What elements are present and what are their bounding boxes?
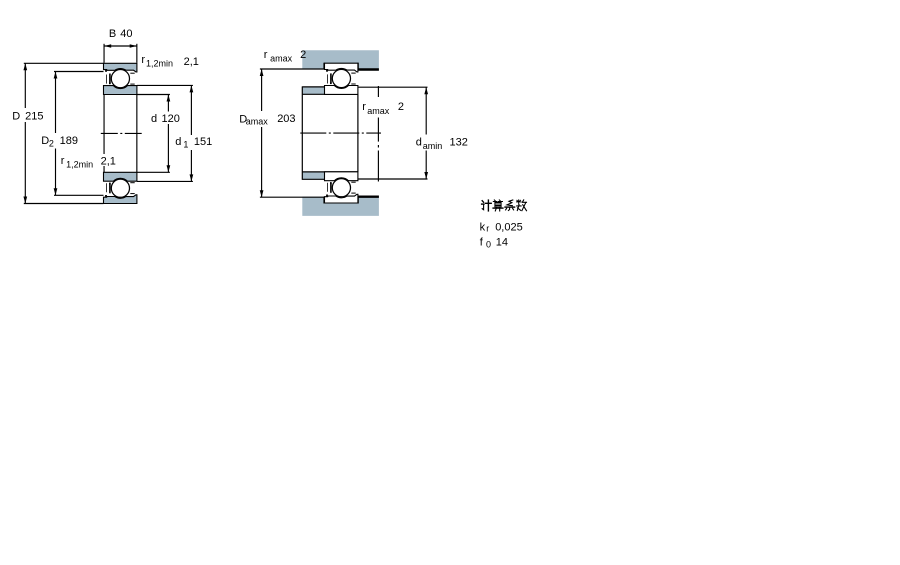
svg-text:amax: amax <box>270 53 293 63</box>
svg-text:r: r <box>486 224 489 234</box>
svg-text:amin: amin <box>423 141 443 151</box>
svg-text:14: 14 <box>496 236 508 248</box>
svg-text:r: r <box>362 101 366 113</box>
svg-text:0: 0 <box>486 240 491 250</box>
svg-text:D: D <box>41 135 49 147</box>
svg-text:D: D <box>239 113 247 125</box>
svg-text:0,025: 0,025 <box>495 222 523 234</box>
svg-text:120: 120 <box>162 113 180 125</box>
svg-text:d: d <box>175 136 181 148</box>
svg-text:D: D <box>12 110 20 122</box>
svg-text:2: 2 <box>49 138 54 148</box>
svg-text:1,2min: 1,2min <box>66 159 93 169</box>
svg-text:215: 215 <box>25 110 43 122</box>
svg-text:d: d <box>416 137 422 149</box>
svg-text:189: 189 <box>60 135 78 147</box>
svg-text:151: 151 <box>194 136 212 148</box>
svg-text:2: 2 <box>300 49 306 61</box>
svg-text:B: B <box>109 28 116 40</box>
svg-text:1: 1 <box>183 139 188 149</box>
svg-text:amax: amax <box>367 106 390 116</box>
svg-text:40: 40 <box>120 28 132 40</box>
svg-text:132: 132 <box>450 137 468 149</box>
svg-text:amax: amax <box>246 117 269 127</box>
svg-text:2,1: 2,1 <box>101 155 116 167</box>
svg-text:d: d <box>151 113 157 125</box>
svg-text:1,2min: 1,2min <box>146 58 173 68</box>
svg-text:2,1: 2,1 <box>184 56 199 68</box>
svg-text:2: 2 <box>398 101 404 113</box>
svg-text:r: r <box>141 54 145 66</box>
svg-text:203: 203 <box>277 113 295 125</box>
svg-text:r: r <box>61 155 65 167</box>
svg-text:f: f <box>480 237 484 249</box>
svg-text:k: k <box>480 222 486 234</box>
svg-text:r: r <box>264 49 268 61</box>
